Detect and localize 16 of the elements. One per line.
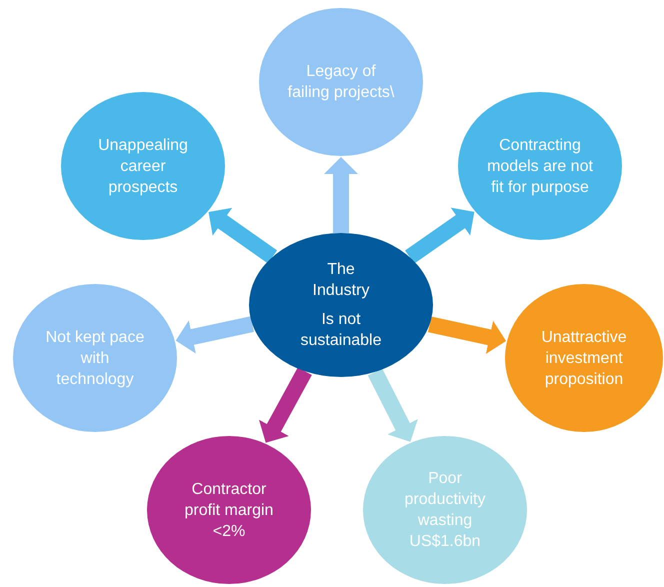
circle-label: Contractor profit margin <2% — [184, 480, 274, 542]
circle-label: Not kept pace with technology — [44, 328, 146, 390]
block-arrow — [405, 208, 474, 264]
block-arrow — [324, 157, 358, 233]
circle-label: Is not sustainable — [300, 310, 382, 351]
circle-label: Contracting models are not fit for purpose — [486, 136, 594, 198]
block-arrow — [428, 316, 506, 354]
block-arrow — [208, 208, 278, 264]
circle-label: US$1.6bn — [409, 532, 481, 552]
block-arrow — [258, 367, 312, 443]
circle-label: Poor productivity wasting — [404, 469, 486, 531]
block-arrow — [176, 316, 254, 354]
circle-label: Unattractive investment proposition — [540, 328, 628, 390]
circle-label: The Industry — [312, 260, 370, 301]
circle-label: Legacy of failing projects\ — [287, 62, 395, 103]
circle-label: Unappealing career prospects — [97, 136, 189, 198]
